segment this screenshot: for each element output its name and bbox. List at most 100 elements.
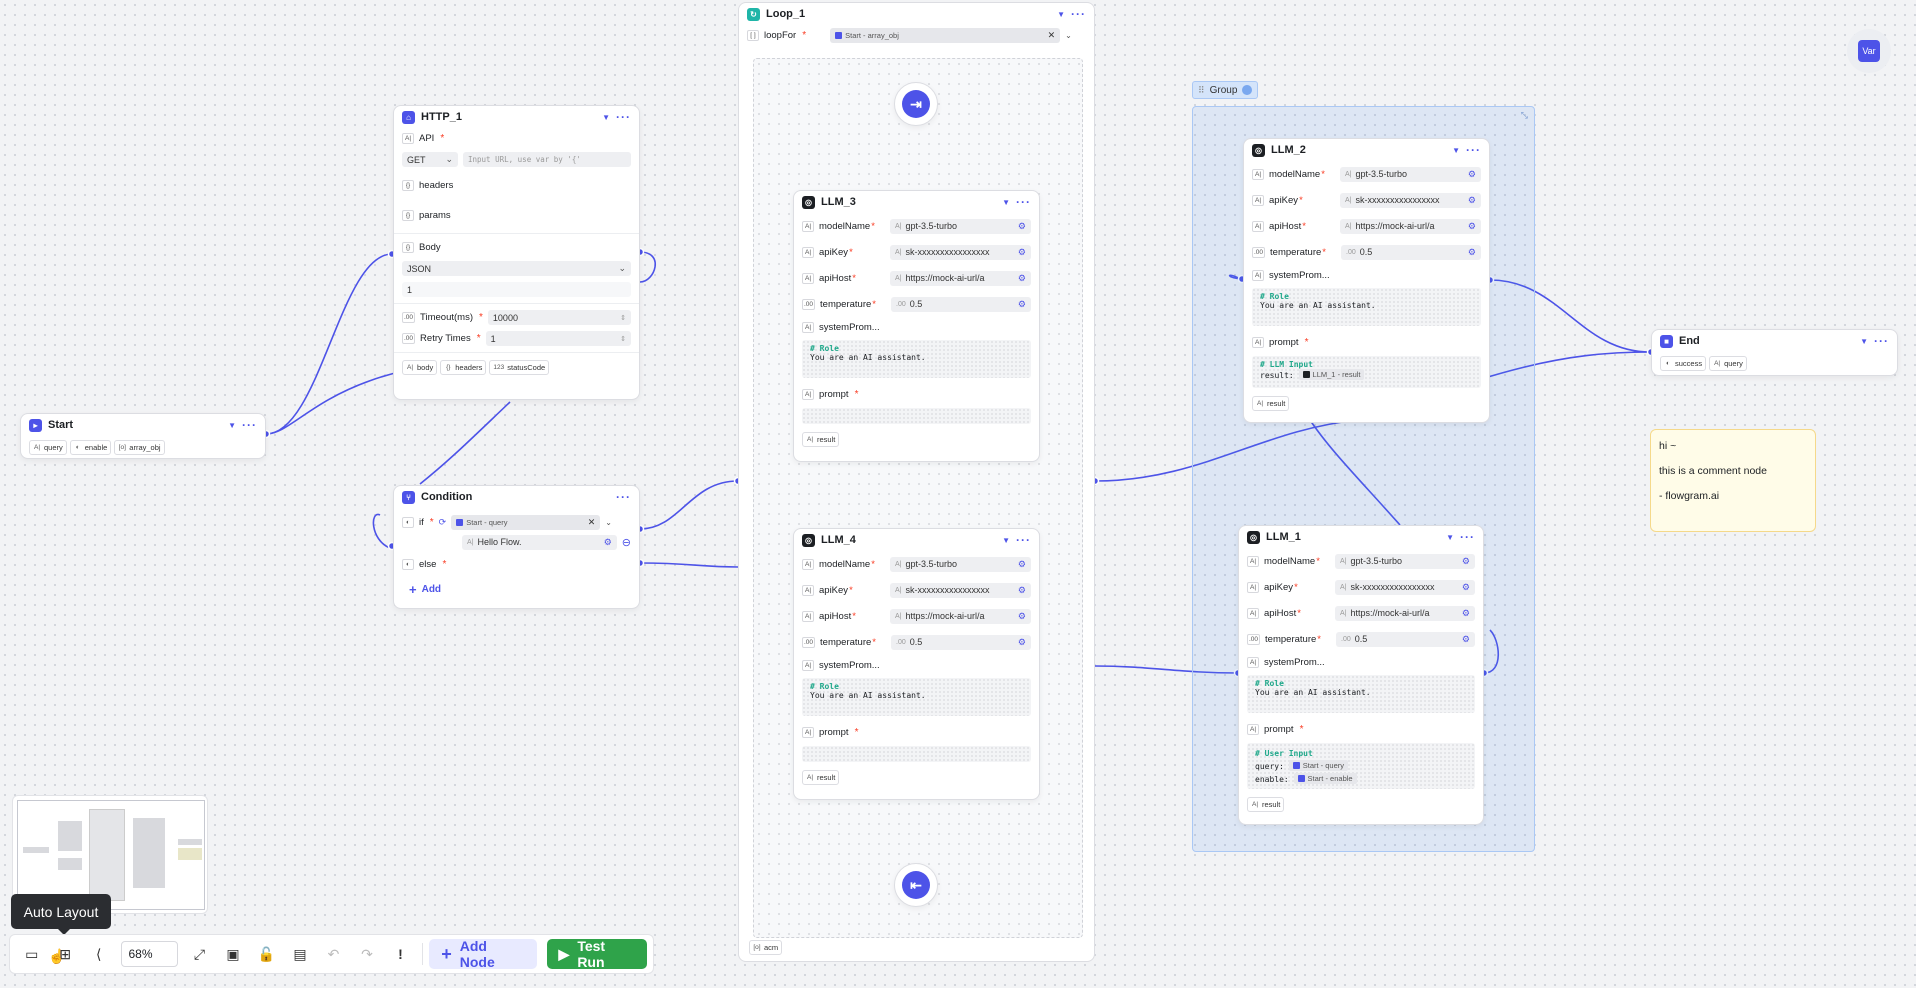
more-icon[interactable]: ··· [1466, 143, 1481, 157]
url-input[interactable]: Input URL, use var by '{' [463, 152, 631, 167]
chevron-down-icon[interactable]: ⌄ [1065, 31, 1072, 40]
headers-label[interactable]: headers [419, 179, 454, 191]
more-icon[interactable]: ··· [616, 110, 631, 124]
collapse-caret-icon[interactable]: ▼ [1002, 197, 1010, 207]
chevron-down-icon[interactable]: ⌄ [605, 517, 612, 527]
prompt-editor[interactable]: # LLM Input result: LLM_1 - result [1252, 356, 1481, 388]
line-style-icon[interactable]: ⟨ [96, 945, 102, 962]
collapse-caret-icon[interactable]: ▼ [228, 420, 236, 430]
apikey-input[interactable]: A|sk-xxxxxxxxxxxxxxxx⚙ [1335, 579, 1475, 595]
collapse-caret-icon[interactable]: ▼ [1452, 145, 1460, 155]
llm4-node[interactable]: ◎ LLM_4 ▼ ··· A|modelName*A|gpt-3.5-turb… [793, 528, 1040, 800]
minimap-toggle-icon[interactable]: ▭ [25, 945, 39, 962]
operator-icon[interactable]: ⟳ [438, 516, 447, 527]
apikey-input[interactable]: A|sk-xxxxxxxxxxxxxxxx⚙ [1340, 192, 1481, 208]
model-input[interactable]: A|gpt-3.5-turbo⚙ [1340, 166, 1481, 182]
condition-icon: ⑂ [402, 490, 415, 504]
edge-condition-else-loop [639, 562, 739, 568]
more-icon[interactable]: ··· [1016, 195, 1031, 209]
collapse-caret-icon[interactable]: ▼ [602, 112, 610, 122]
problems-icon[interactable]: ! [398, 946, 403, 962]
loopfor-variable[interactable]: Start - array_obj✕ [830, 28, 1061, 43]
mouse-cursor-icon: ☝ [48, 948, 66, 964]
body-type-select[interactable]: JSON⌄ [402, 261, 631, 276]
params-label[interactable]: params [419, 209, 451, 221]
test-run-button[interactable]: ▶Test Run [546, 938, 647, 970]
http-node[interactable]: ⌂ HTTP_1 ▼ ··· A|API* GET⌄ Input URL, us… [393, 105, 640, 400]
openai-icon: ◎ [1247, 530, 1260, 544]
more-icon[interactable]: ··· [1874, 334, 1889, 348]
fit-view-icon[interactable]: ⤢ [193, 945, 206, 962]
add-node-button[interactable]: +Add Node [429, 938, 537, 970]
apihost-input[interactable]: A|https://mock-ai-url/a⚙ [1340, 218, 1481, 234]
more-icon[interactable]: ··· [242, 418, 257, 432]
prompt-editor[interactable] [802, 408, 1031, 424]
loop-start-node[interactable]: ⇥ [894, 82, 938, 126]
more-icon[interactable]: ··· [1460, 530, 1475, 544]
collapse-caret-icon[interactable]: ▼ [1860, 336, 1868, 346]
drag-handle-icon[interactable]: ⠿ [1198, 84, 1205, 95]
loop-end-node[interactable]: ⇤ [894, 863, 938, 907]
apihost-input[interactable]: A|https://mock-ai-url/a⚙ [1335, 605, 1475, 621]
output-tag: A|result [802, 432, 840, 447]
zoom-select[interactable]: 68% [120, 941, 178, 967]
model-input[interactable]: A|gpt-3.5-turbo⚙ [890, 218, 1031, 234]
auto-layout-icon[interactable]: ⊞ [59, 945, 72, 962]
edge-start-http [265, 253, 393, 435]
remove-condition-icon[interactable]: ⊖ [621, 536, 631, 549]
prompt-label: prompt [819, 726, 849, 738]
llm1-node[interactable]: ◎ LLM_1 ▼ ··· A|modelName*A|gpt-3.5-turb… [1238, 525, 1484, 825]
more-icon[interactable]: ··· [1071, 7, 1086, 21]
loop-start-icon: ⇥ [902, 90, 930, 118]
more-icon[interactable]: ··· [616, 490, 631, 504]
timeout-input[interactable]: 10000⇕ [487, 310, 631, 325]
prompt-editor[interactable]: # User Input query: Start - query enable… [1247, 743, 1475, 789]
redo-icon[interactable]: ↷ [361, 945, 373, 962]
interaction-mode-icon[interactable]: ▣ [226, 945, 240, 962]
lock-icon[interactable]: 🔓 [257, 945, 276, 962]
retry-input[interactable]: 1⇕ [485, 331, 631, 346]
output-tag: A|query [1709, 356, 1747, 371]
comment-node[interactable]: hi ~ this is a comment node - flowgram.a… [1650, 429, 1816, 532]
collapse-caret-icon[interactable]: ▼ [1057, 9, 1065, 19]
body-editor[interactable]: 1 [402, 282, 631, 297]
if-value-input[interactable]: A|Hello Flow.⚙ [462, 534, 617, 550]
start-node[interactable]: ▸ Start ▼ ··· A|query ◐enable [o]array_o… [20, 413, 266, 459]
collapse-caret-icon[interactable]: ▼ [1446, 532, 1454, 542]
model-input[interactable]: A|gpt-3.5-turbo⚙ [1335, 553, 1475, 569]
variable-panel-button[interactable]: Var [1847, 29, 1891, 73]
apihost-input[interactable]: A|https://mock-ai-url/a⚙ [890, 608, 1031, 624]
model-input[interactable]: A|gpt-3.5-turbo⚙ [890, 556, 1031, 572]
model-label: modelName [1269, 168, 1321, 180]
add-condition-button[interactable]: +Add [409, 582, 442, 597]
method-select[interactable]: GET⌄ [402, 152, 458, 167]
apikey-input[interactable]: A|sk-xxxxxxxxxxxxxxxx⚙ [890, 244, 1031, 260]
group-resize-icon[interactable]: ⤡ [1520, 110, 1528, 120]
llm2-node[interactable]: ◎ LLM_2 ▼ ··· A|modelName*A|gpt-3.5-turb… [1243, 138, 1490, 423]
group-color-icon[interactable] [1242, 85, 1252, 95]
collapse-caret-icon[interactable]: ▼ [1002, 535, 1010, 545]
llm3-node[interactable]: ◎ LLM_3 ▼ ··· A|modelName*A|gpt-3.5-turb… [793, 190, 1040, 462]
loop-node[interactable]: ↻ Loop_1 ▼ ··· [ ] loopFor* Start - arra… [738, 2, 1095, 962]
comment-icon[interactable]: ▤ [293, 945, 307, 962]
group-header[interactable]: ⠿ Group [1192, 81, 1258, 99]
more-icon[interactable]: ··· [1016, 533, 1031, 547]
end-node[interactable]: ■ End ▼ ··· ◐success A|query [1651, 329, 1898, 376]
undo-icon[interactable]: ↶ [327, 945, 340, 962]
prompt-label: prompt [819, 388, 849, 400]
apihost-input[interactable]: A|https://mock-ai-url/a⚙ [890, 270, 1031, 286]
object-type-icon: {} [402, 209, 414, 221]
prompt-editor[interactable] [802, 746, 1031, 762]
condition-node[interactable]: ⑂ Condition ··· ◐ if* ⟳ Start - query✕ ⌄… [393, 485, 640, 609]
if-variable[interactable]: Start - query✕ [451, 514, 601, 530]
apikey-input[interactable]: A|sk-xxxxxxxxxxxxxxxx⚙ [890, 582, 1031, 598]
